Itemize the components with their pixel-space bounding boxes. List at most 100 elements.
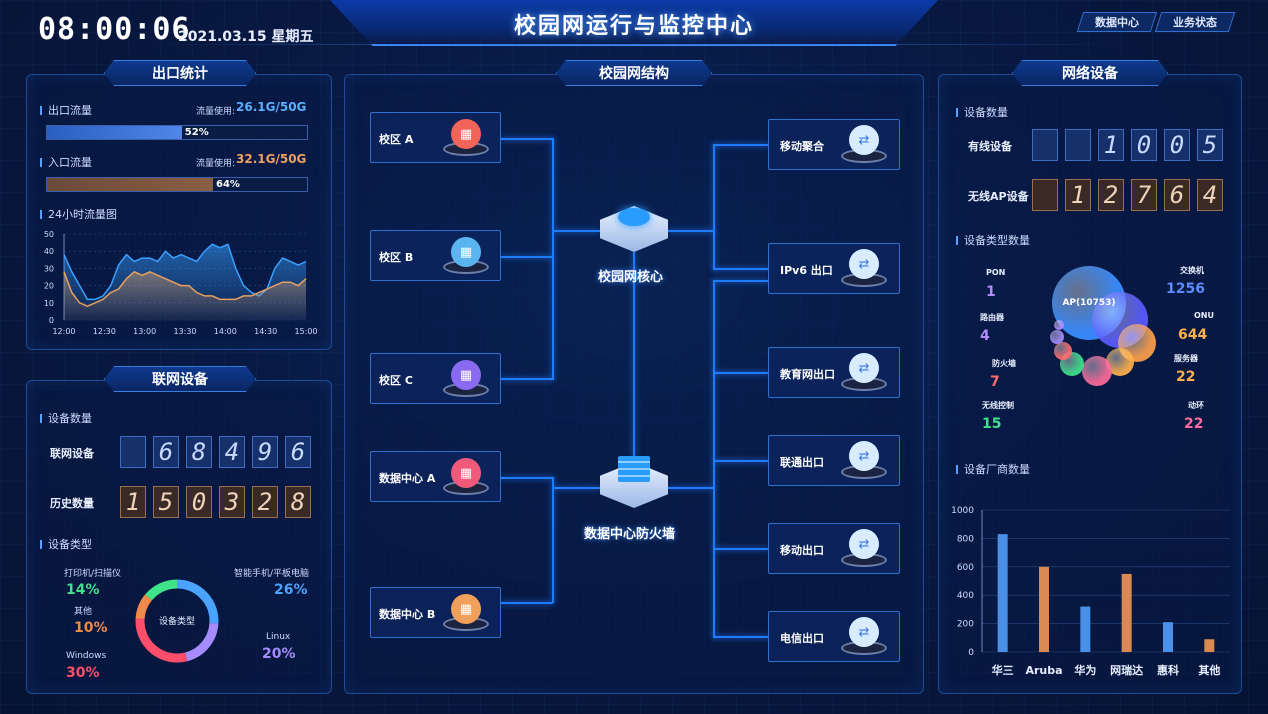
- digit-cell: [1065, 129, 1091, 161]
- digit-cell: 2: [252, 486, 278, 518]
- connector-line: [554, 230, 600, 232]
- digit-cell: 1: [1098, 129, 1124, 161]
- y-tick-label: 200: [957, 620, 974, 630]
- connector-line: [713, 144, 715, 270]
- date: 2021.03.15 星期五: [178, 29, 314, 45]
- y-tick-label: 10: [44, 299, 54, 308]
- y-tick-label: 20: [44, 282, 54, 291]
- network-devices-title: 网络设备: [1012, 60, 1168, 86]
- building-icon: ▦: [451, 458, 481, 488]
- node-label: 校区 C: [379, 374, 413, 387]
- digit-cell: 0: [1164, 129, 1190, 161]
- topology-node[interactable]: 数据中心 A ▦: [370, 451, 501, 502]
- connector-line: [552, 138, 554, 380]
- y-tick-label: 400: [957, 591, 974, 601]
- exit-node[interactable]: 电信出口⇄: [768, 611, 900, 662]
- topology-node[interactable]: 校区 B▦: [370, 230, 501, 281]
- nd-count-label: 设备数量: [956, 104, 1008, 120]
- data-center-button[interactable]: 数据中心: [1076, 12, 1158, 32]
- digit-row-label: 联网设备: [50, 447, 94, 460]
- type-windows-label: Windows: [66, 651, 107, 661]
- type-printer-value: 14%: [66, 582, 100, 598]
- device-type-value: 4: [980, 328, 990, 344]
- device-type-label: 无线控制: [982, 401, 1014, 410]
- vendor-bar: [1163, 622, 1173, 652]
- inbound-usage-value: 32.1G/50G: [236, 152, 307, 166]
- x-tick-label: 12:30: [93, 327, 116, 336]
- series-1-area: [64, 271, 306, 320]
- y-tick-label: 50: [44, 230, 54, 239]
- node-label: 数据中心 A: [379, 472, 436, 485]
- vendor-bar: [1080, 606, 1091, 652]
- connector-line: [713, 372, 769, 374]
- x-tick-label: 14:30: [254, 327, 277, 336]
- connector-line: [501, 378, 553, 380]
- connector-line: [713, 636, 769, 638]
- type-mobile-value: 26%: [274, 582, 308, 598]
- topology-node[interactable]: 数据中心 B▦: [370, 587, 501, 638]
- type-linux-label: Linux: [266, 632, 291, 642]
- type-other-label: 其他: [74, 607, 93, 617]
- type-bubble: [1054, 342, 1072, 360]
- connector-line: [552, 477, 554, 603]
- node-label: 移动出口: [780, 544, 824, 557]
- type-bubble: [1050, 330, 1064, 344]
- outbound-progress-fill: [47, 126, 183, 139]
- type-other-value: 10%: [74, 620, 108, 636]
- device-type-value: 7: [990, 374, 1000, 390]
- inbound-label: 入口流量: [40, 154, 92, 170]
- x-tick-label: 华三: [992, 663, 1014, 677]
- clock: 08:00:06: [38, 12, 191, 47]
- y-tick-label: 30: [44, 264, 54, 273]
- x-tick-label: 15:00: [294, 327, 317, 336]
- node-label: 联通出口: [780, 456, 824, 469]
- exit-node[interactable]: 移动出口 ⇄: [768, 523, 900, 574]
- x-tick-label: 13:30: [173, 327, 196, 336]
- y-tick-label: 0: [49, 316, 54, 325]
- device-type-label: 服务器: [1174, 354, 1198, 363]
- device-type-donut: [135, 579, 219, 663]
- topology-node[interactable]: 校区 C ▦: [370, 353, 501, 404]
- y-tick-label: 600: [957, 563, 974, 573]
- exit-node[interactable]: IPv6 出口⇄: [768, 243, 900, 294]
- device-type-label: 动环: [1188, 401, 1204, 410]
- outbound-percent: 52%: [184, 127, 209, 138]
- digit-cell: 7: [1131, 179, 1157, 211]
- node-label: 数据中心 B: [379, 608, 436, 621]
- device-type-label: ONU: [1194, 311, 1214, 320]
- cloud-icon: ⇄: [849, 529, 879, 559]
- connector-line: [713, 280, 715, 638]
- firewall-label: 数据中心防火墙: [584, 527, 676, 542]
- device-type-label: 设备类型: [40, 536, 92, 552]
- title-bar: [330, 0, 938, 46]
- device-type-value: 22: [1184, 416, 1204, 432]
- building-icon: ▦: [451, 360, 481, 390]
- outbound-usage-value: 26.1G/50G: [236, 100, 307, 114]
- digit-row-label: 无线AP设备: [968, 190, 1029, 203]
- type-mobile-label: 智能手机/平板电脑: [234, 569, 310, 579]
- traffic-chart-title: 24小时流量图: [40, 206, 117, 222]
- x-tick-label: 其他: [1198, 663, 1220, 677]
- y-tick-label: 1000: [951, 506, 974, 516]
- device-type-label: 防火墙: [992, 359, 1016, 368]
- node-label: 校区 B: [379, 251, 414, 264]
- digit-row-label: 历史数量: [50, 497, 94, 510]
- device-type-value: 1: [986, 284, 996, 300]
- donut-slice: [135, 594, 153, 620]
- page-title: 校园网运行与监控中心: [513, 14, 754, 39]
- topology-node[interactable]: 校区 A▦: [370, 112, 501, 163]
- exit-node[interactable]: 教育网出口⇄: [768, 347, 900, 398]
- exit-node[interactable]: 移动聚合⇄: [768, 119, 900, 170]
- business-status-button[interactable]: 业务状态: [1154, 12, 1236, 32]
- cloud-icon: ⇄: [849, 441, 879, 471]
- exit-node[interactable]: 联通出口 ⇄: [768, 435, 900, 486]
- topology-title: 校园网结构: [556, 60, 712, 86]
- nd-type-count-label: 设备类型数量: [956, 232, 1030, 248]
- digit-cell: 3: [219, 486, 245, 518]
- node-label: IPv6 出口: [780, 264, 833, 277]
- type-bubble: [1082, 356, 1112, 386]
- x-tick-label: 14:00: [214, 327, 237, 336]
- connector-line: [713, 280, 769, 282]
